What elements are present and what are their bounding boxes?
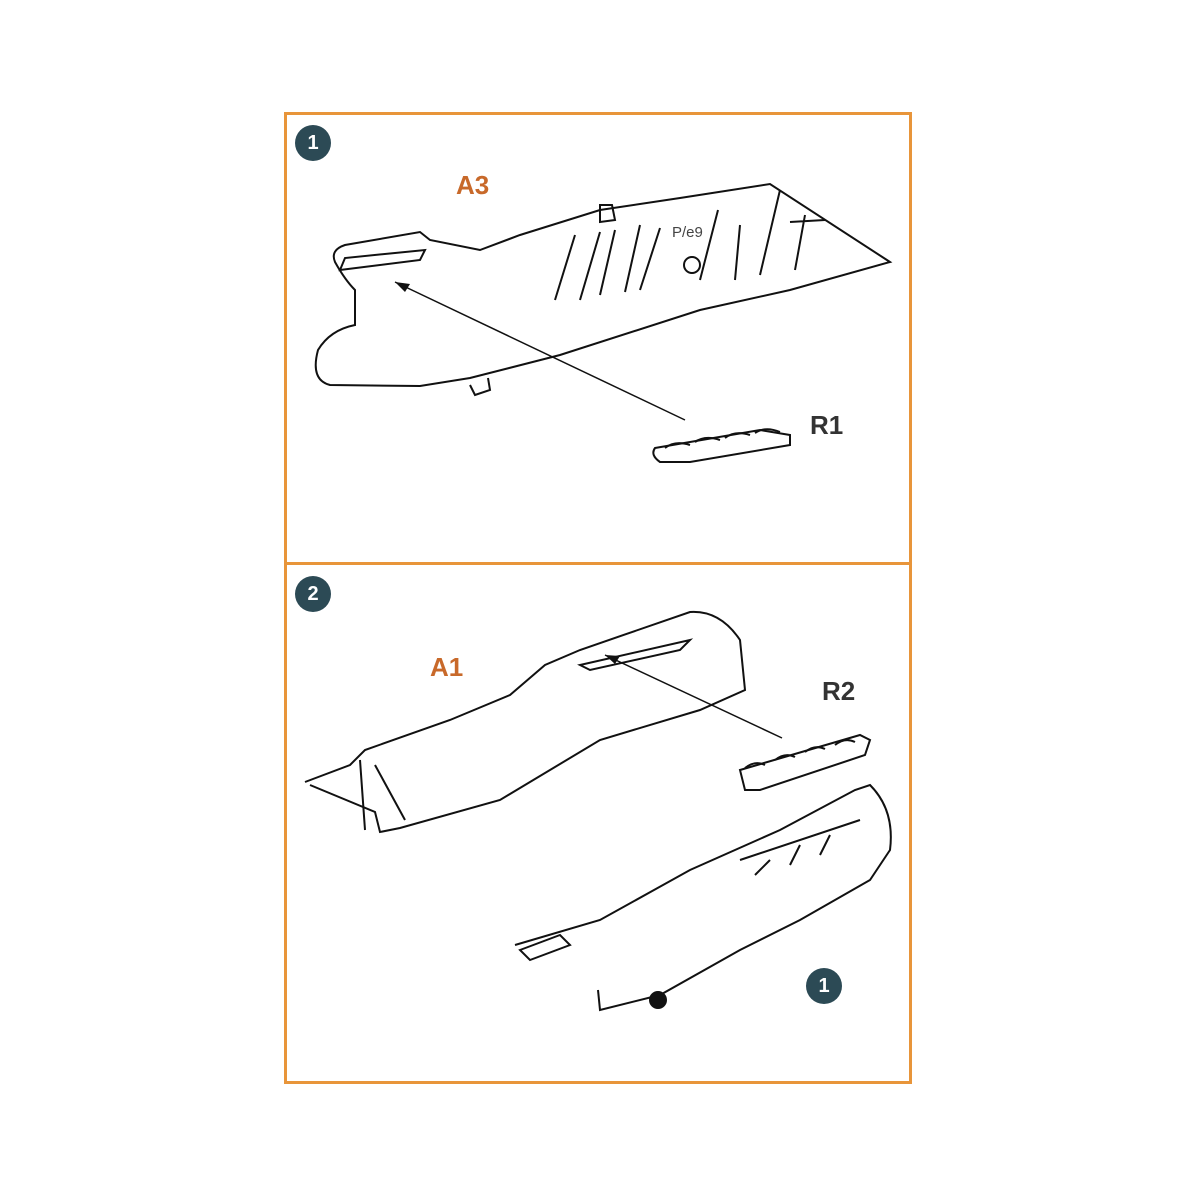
step-badge-1: 1 <box>295 125 331 161</box>
marking-label: P/e9 <box>672 224 703 241</box>
step-reference-badge-1: 1 <box>806 968 842 1004</box>
part-label-r2: R2 <box>822 676 856 706</box>
arrow-r2 <box>604 654 783 739</box>
part-label-r1: R1 <box>810 410 844 440</box>
step-badge-2: 2 <box>295 576 331 612</box>
part-label-a1: A1 <box>430 652 464 682</box>
part-r1-drawing <box>652 428 791 463</box>
arrow-r1 <box>394 281 686 421</box>
assembled-fuselage-drawing <box>514 783 892 1012</box>
part-a1-drawing <box>304 610 747 834</box>
part-r2-drawing <box>738 733 872 791</box>
part-a3-drawing <box>314 182 893 397</box>
instruction-frame <box>284 112 912 1084</box>
part-label-a3: A3 <box>456 170 490 200</box>
step-divider <box>284 562 912 565</box>
